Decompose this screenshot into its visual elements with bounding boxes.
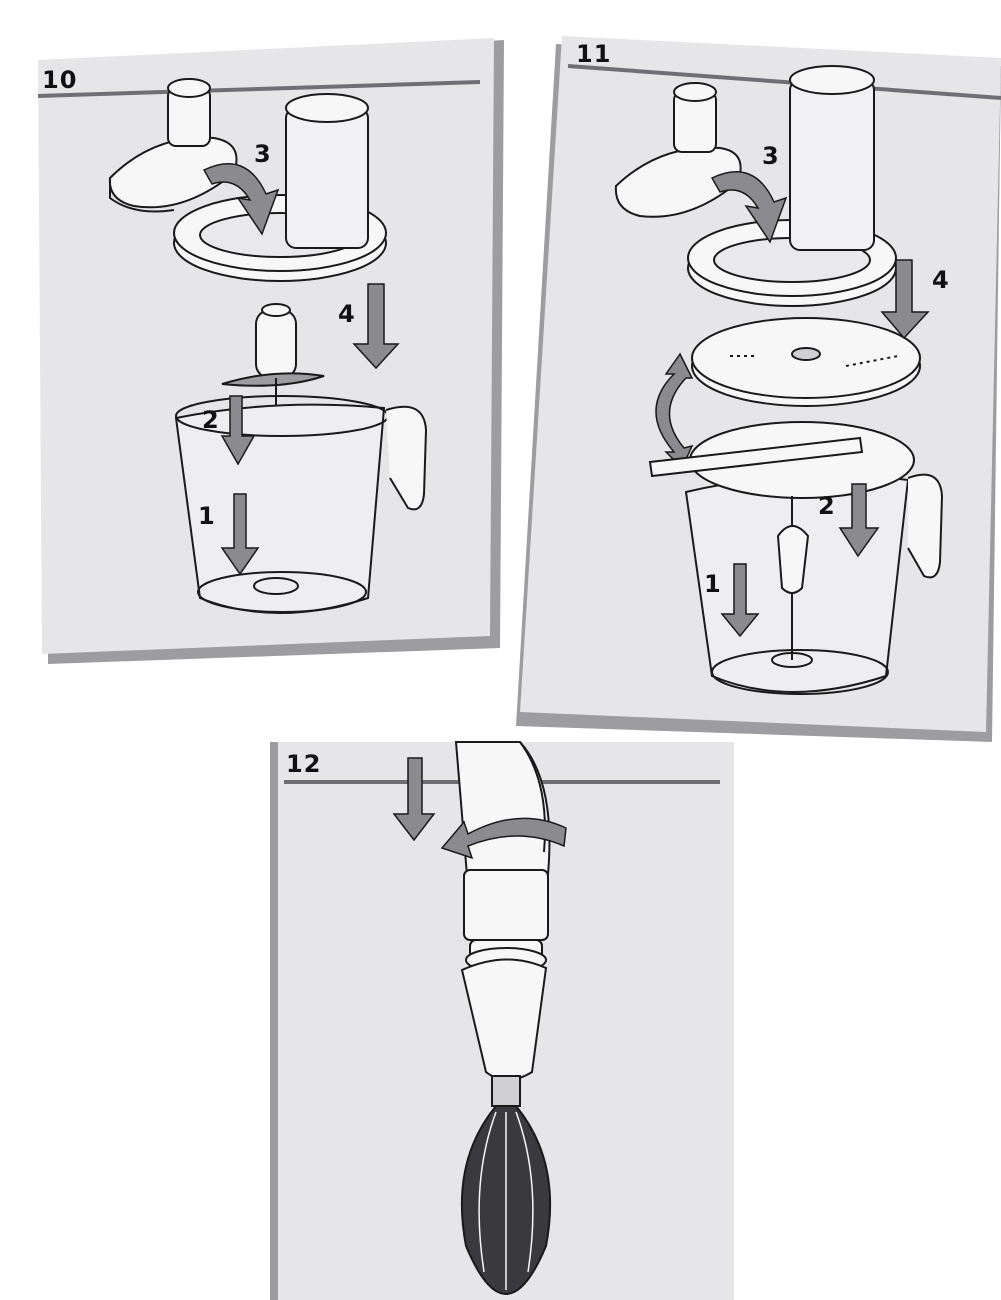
- panel-10-illustration: 3 1 2 4: [24, 38, 504, 668]
- step-label-1: 1: [198, 502, 215, 530]
- panel-10: 3 1 2 4 10: [24, 38, 504, 668]
- panel-11: 3 1 2: [516, 36, 1001, 742]
- step-label-4: 4: [932, 266, 949, 294]
- step-label-4: 4: [338, 300, 355, 328]
- panel-number: 12: [286, 750, 321, 778]
- panel-12: 12: [270, 742, 734, 1300]
- motor-handle: [456, 742, 549, 976]
- step-label-1: 1: [704, 570, 721, 598]
- step-label-3: 3: [254, 140, 271, 168]
- grating-disc: [692, 318, 920, 406]
- panel-number: 11: [576, 40, 611, 68]
- panel-11-illustration: 3 1 2: [516, 36, 1001, 742]
- step-label-2: 2: [202, 406, 219, 434]
- panel-number: 10: [42, 66, 77, 94]
- step-label-3: 3: [762, 142, 779, 170]
- step-label-2: 2: [818, 492, 835, 520]
- panel-12-illustration: [270, 742, 734, 1300]
